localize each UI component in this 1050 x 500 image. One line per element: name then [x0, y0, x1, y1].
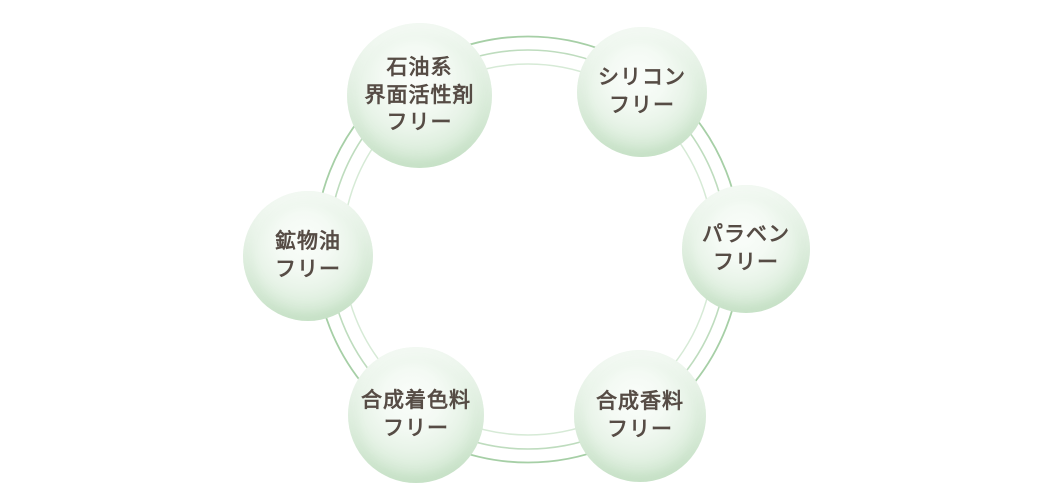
badge-text-line: パラベン [702, 223, 790, 247]
badge-text-line: 合成着色料 [361, 389, 471, 413]
badge-text-line: 合成香料 [596, 390, 684, 414]
badge-silicone-free: シリコン フリー [577, 27, 707, 157]
badge-text-line: フリー [609, 94, 675, 117]
badge-text-line: フリー [607, 418, 673, 441]
badge-paraben-free: パラベン フリー [682, 185, 810, 313]
badge-synthetic-colorant-free: 合成着色料 フリー [348, 347, 484, 483]
badge-text-line: 界面活性剤 [364, 83, 475, 107]
badge-text-line: フリー [386, 111, 453, 135]
badge-petroleum-surfactant-free: 石油系 界面活性剤 フリー [347, 23, 492, 168]
badge-mineral-oil-free: 鉱物油 フリー [243, 191, 373, 321]
badge-text-line: 石油系 [386, 55, 453, 79]
badge-text-line: シリコン [598, 66, 686, 90]
badge-text-line: フリー [275, 258, 341, 281]
badge-synthetic-fragrance-free: 合成香料 フリー [574, 350, 706, 482]
badge-text-line: 鉱物油 [275, 230, 341, 254]
badge-text-line: フリー [383, 417, 449, 440]
badge-text-line: フリー [713, 251, 779, 274]
